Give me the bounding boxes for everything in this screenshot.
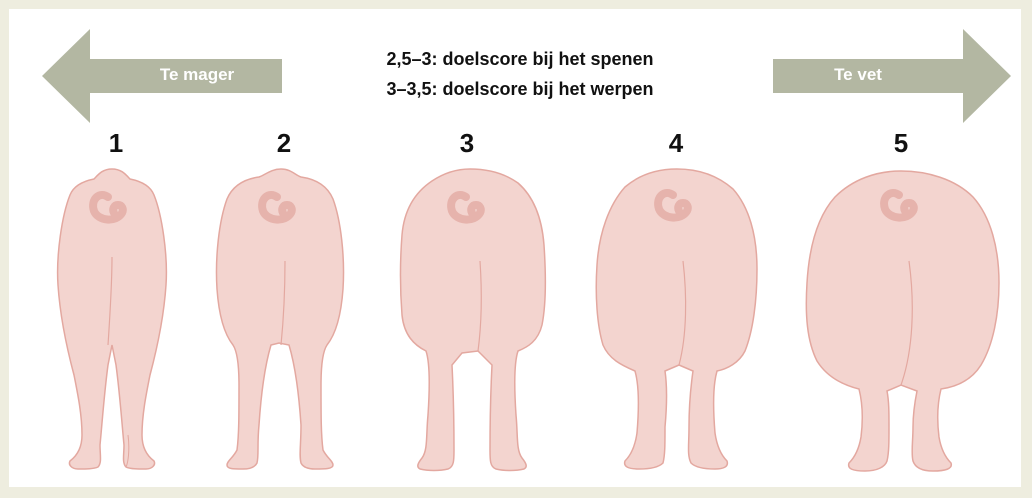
score-label-3: 3 (437, 128, 497, 159)
too-fat-arrow: Te vet (773, 29, 1011, 123)
pig-score-1 (50, 165, 175, 475)
pig-score-2 (215, 165, 350, 475)
score-label-5: 5 (871, 128, 931, 159)
score-label-1: 1 (86, 128, 146, 159)
target-score-weaning: 2,5–3: doelscore bij het spenen (290, 44, 750, 74)
too-thin-label: Te mager (122, 62, 272, 88)
score-label-4: 4 (646, 128, 706, 159)
target-score-farrowing: 3–3,5: doelscore bij het werpen (290, 74, 750, 104)
pig-score-5 (805, 165, 1001, 475)
pig-score-3 (398, 165, 548, 475)
pig-score-4 (595, 165, 760, 475)
too-fat-label: Te vet (783, 62, 933, 88)
too-thin-arrow: Te mager (42, 29, 282, 123)
score-label-2: 2 (254, 128, 314, 159)
target-score-text: 2,5–3: doelscore bij het spenen 3–3,5: d… (290, 44, 750, 104)
